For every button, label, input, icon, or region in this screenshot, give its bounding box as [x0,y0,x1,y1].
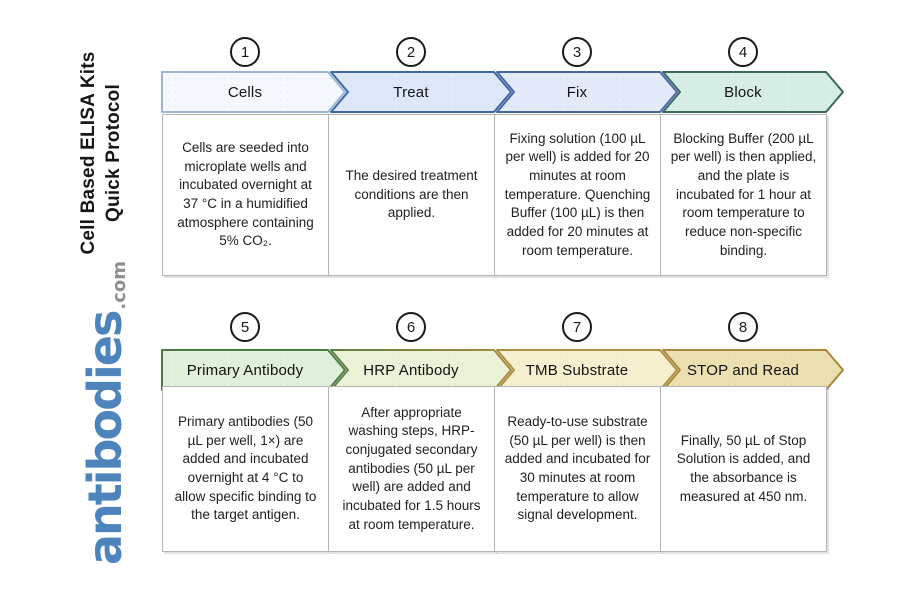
step-description-box-5: Primary antibodies (50 µL per well, 1×) … [162,386,329,552]
brand-logo: antibodies .com [72,243,132,583]
step-description-box-6: After appropriate washing steps, HRP-con… [328,386,495,552]
arrow-texture [331,350,511,390]
process-arrows-row-2 [161,349,844,391]
step-description-box-8: Finally, 50 µL of Stop Solution is added… [660,386,827,552]
step-number-badge-8: 8 [728,312,758,342]
step-number-badge-7: 7 [562,312,592,342]
arrow-texture [663,72,843,112]
arrow-texture [497,350,677,390]
step-description-text-5: Primary antibodies (50 µL per well, 1×) … [174,414,317,523]
step-description-text-2: The desired treatment conditions are the… [345,168,478,221]
step-number-badge-3: 3 [562,37,592,67]
step-description-box-4: Blocking Buffer (200 µL per well) is the… [660,114,827,276]
step-description-box-2: The desired treatment conditions are the… [328,114,495,276]
brand-tld: .com [109,261,130,310]
step-arrow-label-4: Block [724,83,762,101]
step-arrow-label-1: Cells [227,83,263,101]
step-description-text-4: Blocking Buffer (200 µL per well) is the… [670,130,817,258]
arrow-texture [663,350,843,390]
step-number-badge-2: 2 [396,37,426,67]
step-arrow-label-2: Treat [393,83,429,101]
arrow-texture [162,72,345,112]
step-arrow-label-3: Fix [566,83,588,101]
step-number-badge-4: 4 [728,37,758,67]
page-title-line-2: Quick Protocol [103,84,124,222]
step-description-box-7: Ready-to-use substrate (50 µL per well) … [494,386,661,552]
step-description-text-7: Ready-to-use substrate (50 µL per well) … [504,414,651,523]
process-arrows-row-1 [161,71,844,113]
arrow-texture [331,72,511,112]
arrow-texture [497,72,677,112]
step-number-badge-1: 1 [230,37,260,67]
step-arrow-label-6: HRP Antibody [363,361,459,379]
brand-name: antibodies [78,311,132,565]
step-description-box-3: Fixing solution (100 µL per well) is add… [494,114,661,276]
step-description-text-1: Cells are seeded into microplate wells a… [177,140,314,249]
step-arrow-label-8: STOP and Read [686,361,800,379]
step-description-text-6: After appropriate washing steps, HRP-con… [342,404,481,532]
step-number-badge-6: 6 [396,312,426,342]
page-title-line-1: Cell Based ELISA Kits [78,51,99,255]
step-description-text-3: Fixing solution (100 µL per well) is add… [504,130,651,258]
step-number-badge-5: 5 [230,312,260,342]
step-description-text-8: Finally, 50 µL of Stop Solution is added… [676,432,811,504]
step-description-box-1: Cells are seeded into microplate wells a… [162,114,329,276]
step-arrow-label-7: TMB Substrate [525,361,629,379]
arrow-texture [162,350,345,390]
page-title: Cell Based ELISA Kits Quick Protocol [76,28,126,278]
step-arrow-label-5: Primary Antibody [186,361,304,379]
